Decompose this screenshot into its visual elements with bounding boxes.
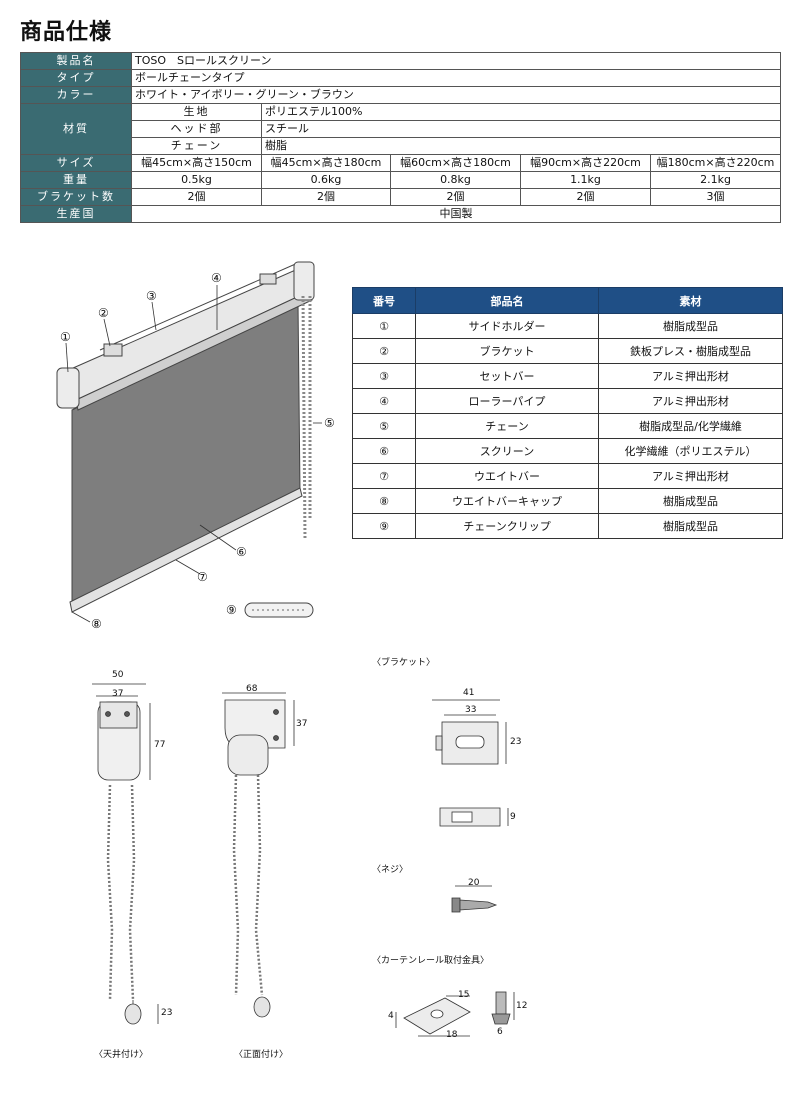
parts-header: 素材 bbox=[598, 287, 783, 314]
spec-label: カラー bbox=[20, 86, 132, 104]
dim-label: 6 bbox=[497, 1027, 503, 1037]
callout-2: ② bbox=[98, 306, 109, 320]
parts-cell: ④ bbox=[352, 388, 416, 414]
parts-cell: ⑨ bbox=[352, 513, 416, 539]
spec-label: サイズ bbox=[20, 154, 132, 172]
dim-label: 15 bbox=[458, 990, 470, 1000]
spec-value: 中国製 bbox=[130, 205, 782, 223]
material-part: ヘッド部 bbox=[131, 120, 262, 138]
callout-3: ③ bbox=[146, 289, 157, 303]
size-cell: 幅45cm×高さ150cm bbox=[131, 154, 262, 172]
caption-bracket: 〈ブラケット〉 bbox=[372, 658, 436, 668]
spec-table: 製品名 TOSO Sロールスクリーン タイプ ボールチェーンタイプ カラー ホワ… bbox=[20, 52, 782, 223]
dim-label: 41 bbox=[463, 688, 475, 698]
spec-row-origin: 生産国 中国製 bbox=[20, 205, 782, 223]
parts-cell: アルミ押出形材 bbox=[598, 388, 783, 414]
parts-cell: セットバー bbox=[415, 363, 599, 389]
spec-label: 材質 bbox=[20, 103, 132, 155]
parts-cell: ウエイトバーキャップ bbox=[415, 488, 599, 514]
dim-label: 18 bbox=[446, 1030, 458, 1040]
callout-4: ④ bbox=[211, 271, 222, 285]
callout-6: ⑥ bbox=[236, 545, 247, 559]
dim-label: 50 bbox=[112, 670, 124, 680]
dim-label: 77 bbox=[154, 740, 166, 750]
dim-label: 23 bbox=[510, 737, 522, 747]
parts-cell: チェーンクリップ bbox=[415, 513, 599, 539]
caption-front-mount: 〈正面付け〉 bbox=[234, 1050, 289, 1060]
callout-7: ⑦ bbox=[197, 570, 208, 584]
dim-label: 33 bbox=[465, 705, 477, 715]
size-cell: 幅60cm×高さ180cm bbox=[390, 154, 521, 172]
parts-cell: 樹脂成型品 bbox=[598, 513, 783, 539]
spec-row-size: サイズ 幅45cm×高さ150cm 幅45cm×高さ180cm 幅60cm×高さ… bbox=[20, 154, 782, 172]
callout-8: ⑧ bbox=[91, 617, 102, 631]
page-title: 商品仕様 bbox=[20, 20, 113, 45]
parts-header: 番号 bbox=[352, 287, 416, 314]
spec-row-bracket: ブラケット数 2個 2個 2個 2個 3個 bbox=[20, 188, 782, 206]
dim-label: 20 bbox=[468, 878, 480, 888]
dim-label: 4 bbox=[388, 1011, 394, 1021]
parts-cell: スクリーン bbox=[415, 438, 599, 464]
dim-label: 37 bbox=[112, 689, 124, 699]
parts-cell: チェーン bbox=[415, 413, 599, 439]
callout-1: ① bbox=[60, 330, 71, 344]
parts-cell: ② bbox=[352, 338, 416, 364]
callout-5: ⑤ bbox=[324, 416, 335, 430]
dim-label: 23 bbox=[161, 1008, 173, 1018]
spec-label: ブラケット数 bbox=[20, 188, 132, 206]
parts-cell: 樹脂成型品 bbox=[598, 313, 783, 339]
size-cell: 幅90cm×高さ220cm bbox=[520, 154, 651, 172]
caption-rail-fitting: 〈カーテンレール取付金具〉 bbox=[372, 956, 490, 966]
dim-label: 9 bbox=[510, 812, 516, 822]
parts-cell: ウエイトバー bbox=[415, 463, 599, 489]
caption-screw: 〈ネジ〉 bbox=[372, 865, 409, 875]
caption-ceiling-mount: 〈天井付け〉 bbox=[94, 1050, 149, 1060]
size-cell: 幅180cm×高さ220cm bbox=[649, 154, 782, 172]
parts-cell: 化学繊維（ポリエステル） bbox=[598, 438, 783, 464]
dim-label: 12 bbox=[516, 1001, 528, 1011]
dim-label: 68 bbox=[246, 684, 258, 694]
parts-cell: 樹脂成型品 bbox=[598, 488, 783, 514]
spec-label: 重量 bbox=[20, 171, 132, 189]
spec-label: 生産国 bbox=[20, 205, 132, 223]
callout-9: ⑨ bbox=[226, 603, 237, 617]
parts-header-row: 番号 部品名 素材 bbox=[352, 287, 783, 314]
dim-label: 37 bbox=[296, 719, 308, 729]
bracket-cell: 2個 bbox=[131, 188, 262, 206]
parts-cell: 鉄板プレス・樹脂成型品 bbox=[598, 338, 783, 364]
